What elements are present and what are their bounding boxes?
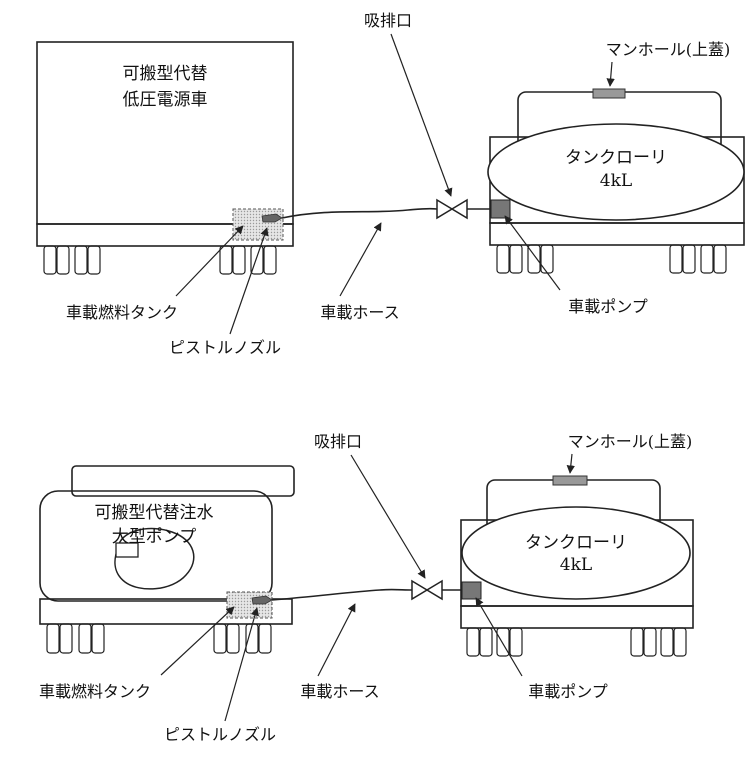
fuel-tank — [232, 208, 284, 241]
top-panel: 可搬型代替 低圧電源車 タンクローリ 4kL — [36, 11, 745, 357]
valve-icon — [436, 198, 468, 220]
power-vehicle-name-line2: 低圧電源車 — [123, 90, 208, 110]
tank-lorry: タンクローリ 4kL — [487, 88, 745, 274]
manhole-label: マンホール(上蓋) — [568, 432, 693, 451]
tanker-name: タンクローリ — [525, 533, 627, 553]
water-pump-vehicle: 可搬型代替注水 大型ポンプ — [39, 465, 295, 654]
fuel-tank-label: 車載燃料タンク — [66, 303, 178, 322]
pump-label: 車載ポンプ — [568, 297, 648, 316]
pistol-nozzle-icon — [251, 595, 273, 605]
hose-label: 車載ホース — [300, 682, 379, 701]
tanker-capacity: 4kL — [560, 555, 592, 575]
vehicle-hose — [281, 207, 438, 219]
nozzle-label: ピストルノズル — [169, 338, 281, 357]
pistol-nozzle-icon — [261, 213, 283, 223]
manhole-cover — [552, 475, 588, 486]
valve-icon — [411, 579, 443, 601]
hose-label: 車載ホース — [320, 303, 399, 322]
nozzle-label: ピストルノズル — [164, 725, 276, 744]
exhaust-port-label: 吸排口 — [364, 11, 412, 30]
vehicle-pump — [461, 581, 482, 600]
tank-lorry: タンクローリ 4kL — [460, 475, 694, 657]
tanker-name: タンクローリ — [565, 148, 667, 168]
vehicle-pump — [490, 199, 511, 219]
fuel-tank-label: 車載燃料タンク — [39, 682, 151, 701]
pump-label: 車載ポンプ — [528, 682, 608, 701]
exhaust-port-label: 吸排口 — [314, 432, 362, 451]
pump-vehicle-name-line1: 可搬型代替注水 — [95, 503, 214, 523]
bottom-panel: 可搬型代替注水 大型ポンプ — [39, 432, 694, 744]
manhole-label: マンホール(上蓋) — [606, 40, 731, 59]
pump-vehicle-name-line2: 大型ポンプ — [112, 527, 197, 547]
power-vehicle-name-line1: 可搬型代替 — [123, 64, 208, 84]
manhole-cover — [592, 88, 626, 99]
vehicle-hose — [271, 588, 413, 601]
tanker-capacity: 4kL — [600, 171, 632, 191]
power-supply-vehicle: 可搬型代替 低圧電源車 — [36, 41, 294, 275]
